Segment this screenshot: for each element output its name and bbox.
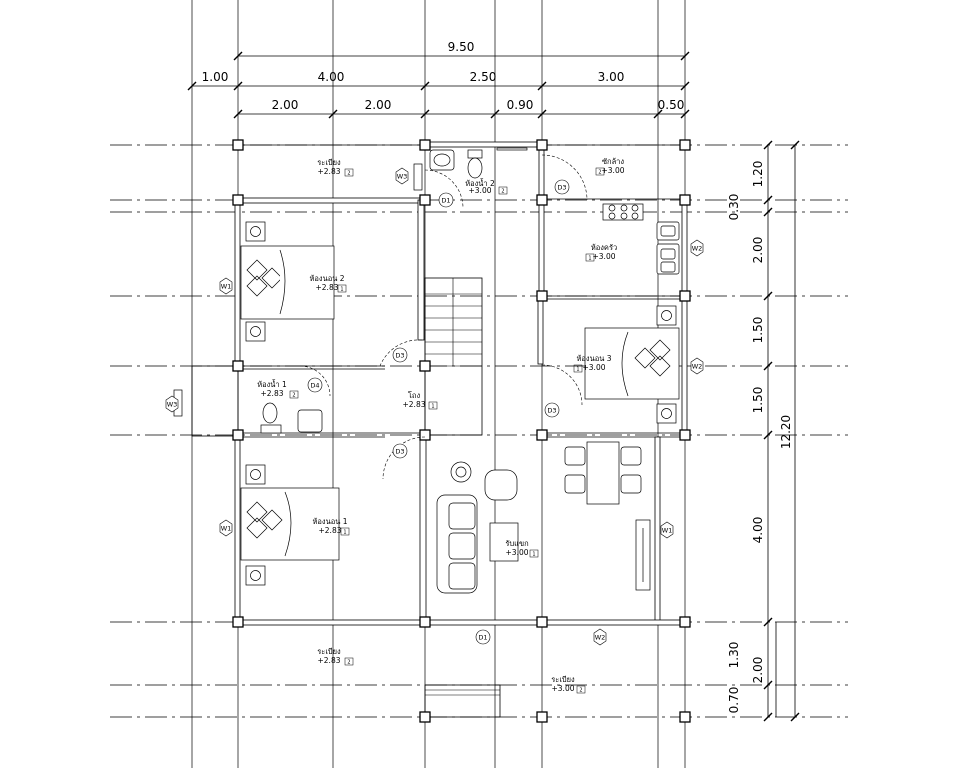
tag-bath2: 2 (501, 189, 504, 195)
tag-bed3: 1 (576, 367, 579, 373)
room-hall-level: +2.83 (403, 400, 426, 409)
room-kitchen-level: +3.00 (593, 252, 616, 261)
tag-bath1: 2 (292, 393, 295, 399)
tag-living: 1 (532, 552, 535, 558)
window-tag-w2-kitchen: W2 (692, 245, 703, 253)
dim-overall-depth: 12.20 (779, 415, 793, 449)
door-tag-d3-wash: D3 (557, 184, 566, 192)
dim-top-8: 0.50 (658, 98, 685, 112)
dimension-labels: 9.50 1.00 4.00 2.50 3.00 2.00 2.00 0.90 … (202, 40, 793, 713)
top-dimension-lines (187, 51, 690, 119)
kitchen-fixtures (413, 163, 680, 275)
bath-2-fixtures (429, 147, 528, 179)
structural-columns (232, 139, 691, 723)
room-bed2-level: +2.83 (316, 283, 339, 292)
right-dimension-lines (763, 140, 800, 722)
room-bath2-name: ห้องน้ำ 2 (465, 178, 495, 188)
window-tag-w1-living: W1 (662, 527, 673, 535)
tag-wash: 2 (598, 170, 601, 176)
window-tag-labels: W1 W1 W2 W2 W1 W2 W3 W3 (167, 173, 703, 642)
door-tag-d3-bed1: D3 (395, 448, 404, 456)
window-tag-w3-bath2: W3 (397, 173, 408, 181)
room-terrace-bottom-level: +2.83 (318, 656, 341, 665)
dim-right-3: 2.00 (751, 237, 765, 264)
dim-right-8: 0.70 (727, 687, 741, 714)
room-terrace-front-name: ระเบียง (551, 675, 575, 684)
dim-right-5: 1.50 (751, 387, 765, 414)
dim-right-6: 4.00 (751, 517, 765, 544)
dim-top-4: 3.00 (598, 70, 625, 84)
dim-top-6: 2.00 (365, 98, 392, 112)
staircase (425, 278, 482, 367)
dim-top-3: 2.50 (470, 70, 497, 84)
door-swings (299, 154, 588, 480)
room-terrace-front-level: +3.00 (552, 684, 575, 693)
door-tag-labels: D1 D1 D3 D3 D3 D3 D4 (310, 184, 566, 642)
room-terrace-top-level: +2.83 (318, 167, 341, 176)
room-wash-level: +3.00 (602, 166, 625, 175)
tag-terrace-bottom: 2 (347, 660, 350, 666)
dim-top-5: 2.00 (272, 98, 299, 112)
dim-right-2: 0.30 (727, 194, 741, 221)
dim-top-7: 0.90 (507, 98, 534, 112)
door-tag-shapes (307, 179, 570, 645)
room-bath1-name: ห้องน้ำ 1 (257, 379, 287, 389)
room-bed1-level: +2.83 (319, 526, 342, 535)
dim-overall-width: 9.50 (448, 40, 475, 54)
bed-1-furniture (240, 464, 340, 586)
window-tag-shapes (165, 167, 704, 646)
room-bed2-name: ห้องนอน 2 (309, 274, 344, 283)
dim-top-1: 1.00 (202, 70, 229, 84)
room-kitchen-name: ห้องครัว (591, 243, 617, 252)
room-bed3-name: ห้องนอน 3 (576, 354, 611, 363)
tag-terrace-front: 2 (579, 688, 582, 694)
door-tag-d4: D4 (310, 382, 319, 390)
bath-1-fixtures (173, 389, 323, 434)
room-living-name: รับแขก (505, 539, 528, 548)
room-wash-name: ซักล้าง (602, 157, 624, 166)
tag-bed1: 1 (343, 530, 346, 536)
room-bed1-name: ห้องนอน 1 (312, 517, 347, 526)
room-tags (289, 167, 605, 694)
door-tag-d1-front: D1 (478, 634, 487, 642)
room-tag-labels: 2 2 2 1 1 1 2 1 1 1 2 2 (292, 170, 601, 694)
room-labels: ระเบียง +2.83 ห้องน้ำ 2 +3.00 ซักล้าง +3… (257, 157, 625, 693)
window-tag-w1-bed1: W1 (221, 525, 232, 533)
tag-kitchen: 1 (588, 256, 591, 262)
tag-bed2: 1 (340, 287, 343, 293)
room-bed3-level: +3.00 (583, 363, 606, 372)
dim-right-4: 1.50 (751, 317, 765, 344)
bed-2-furniture (240, 221, 335, 342)
window-tag-w3-bath1: W3 (167, 401, 178, 409)
dim-top-2: 4.00 (318, 70, 345, 84)
living-dining-furniture (436, 441, 651, 594)
window-tag-w2-bed3: W2 (692, 363, 703, 371)
dim-right-7: 1.30 (727, 642, 741, 669)
room-bath2-level: +3.00 (469, 186, 492, 195)
door-tag-d1: D1 (441, 197, 450, 205)
window-tag-w1-bed2: W1 (221, 283, 232, 291)
tag-terrace-top: 2 (347, 171, 350, 177)
dim-right-9: 2.00 (751, 657, 765, 684)
bed-3-furniture (584, 305, 680, 424)
door-tag-d3-bed2: D3 (395, 352, 404, 360)
room-living-level: +3.00 (506, 548, 529, 557)
door-tag-d3-bed3: D3 (547, 407, 556, 415)
room-hall-name: โถง (408, 391, 421, 400)
window-tag-w2-front: W2 (595, 634, 606, 642)
tag-hall: 1 (431, 404, 434, 410)
room-terrace-bottom-name: ระเบียง (317, 647, 341, 656)
room-terrace-top-name: ระเบียง (317, 158, 341, 167)
dim-right-1: 1.20 (751, 161, 765, 188)
room-bath1-level: +2.83 (261, 389, 284, 398)
